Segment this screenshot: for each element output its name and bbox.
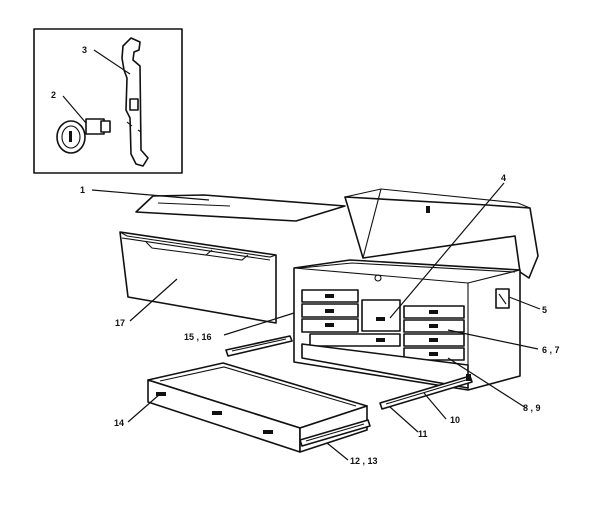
inset-frame — [33, 28, 183, 174]
chest-body-part — [293, 259, 521, 391]
callout-14: 14 — [114, 418, 124, 428]
lid-part — [344, 188, 539, 279]
bottom-drawer-part — [147, 362, 368, 453]
drawer-slide-right — [379, 374, 473, 410]
callout-2: 2 — [51, 90, 56, 100]
callout-4: 4 — [501, 173, 506, 183]
callout-8-9: 8 , 9 — [523, 403, 541, 413]
drawer-slide-bottom — [299, 419, 371, 447]
callout-11: 11 — [418, 429, 428, 439]
callout-10: 10 — [450, 415, 460, 425]
callout-5: 5 — [542, 305, 547, 315]
callout-1: 1 — [80, 185, 85, 195]
leader-lines — [62, 49, 541, 461]
callout-6-7: 6 , 7 — [542, 345, 560, 355]
callout-15-16: 15 , 16 — [184, 332, 212, 342]
drawer-slide-upper — [225, 335, 293, 357]
callout-17: 17 — [115, 318, 125, 328]
lock-inset — [33, 28, 183, 174]
top-liner-part — [135, 194, 346, 222]
callout-labels: 1 2 3 4 5 6 , 7 8 , 9 10 11 12 , 13 14 1… — [51, 45, 560, 466]
callout-3: 3 — [82, 45, 87, 55]
drawer-face — [361, 299, 401, 332]
lock-bar-part — [121, 37, 149, 167]
lock-cylinder-part — [56, 118, 111, 154]
front-panel-part — [119, 231, 277, 324]
drawer-face — [309, 333, 401, 347]
callout-12-13: 12 , 13 — [350, 456, 378, 466]
